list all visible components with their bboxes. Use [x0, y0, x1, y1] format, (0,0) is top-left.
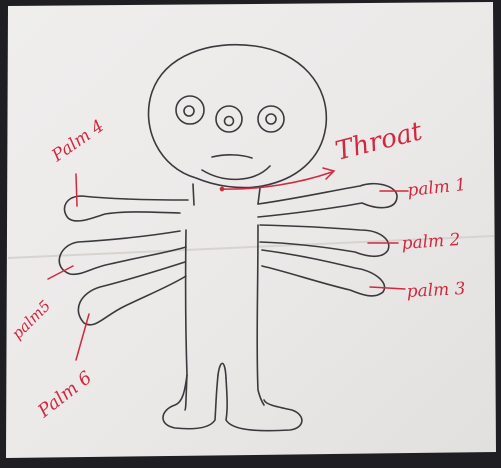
- label-palm2: palm 2: [401, 230, 461, 254]
- palm4-pointer: [76, 174, 77, 206]
- label-palm3: palm 3: [406, 279, 466, 302]
- throat-dot: [220, 187, 223, 190]
